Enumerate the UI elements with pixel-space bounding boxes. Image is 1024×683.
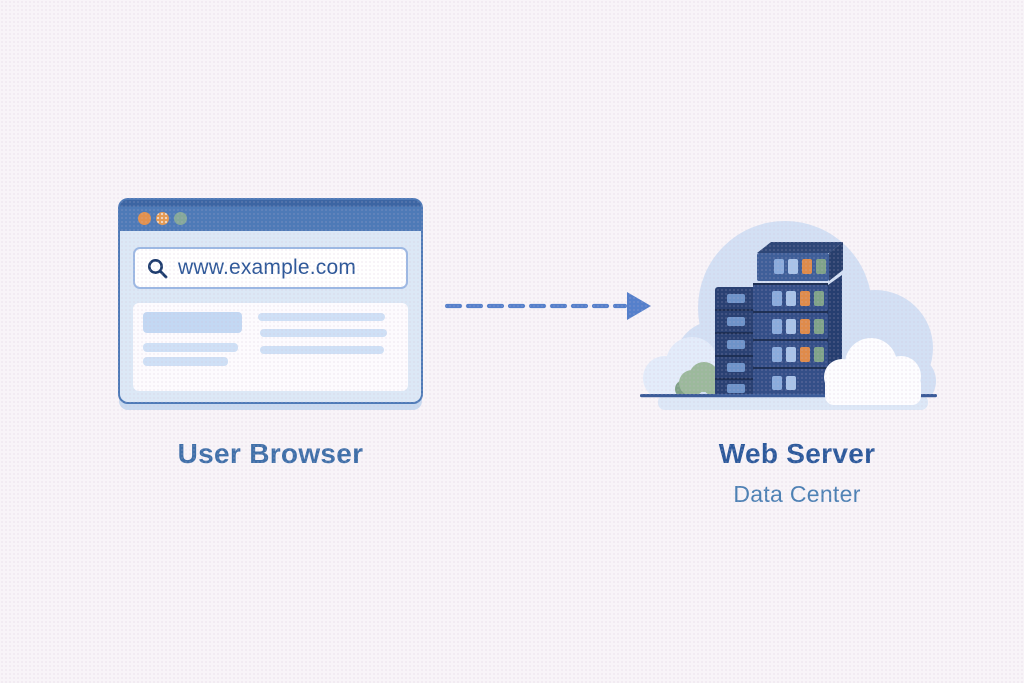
- dashed-arrow-icon: [444, 292, 651, 320]
- bush-icon: [675, 362, 725, 396]
- white-cloud-icon: [824, 338, 921, 405]
- server-scene: [640, 213, 940, 413]
- indicator-lights: [772, 259, 826, 390]
- window-dot-icon: [174, 211, 187, 225]
- skeleton-block: [143, 312, 242, 333]
- address-bar: www.example.com: [133, 247, 408, 289]
- window-dot-icon: [156, 211, 169, 225]
- data-center-label: Data Center: [733, 481, 861, 507]
- request-arrow: [443, 286, 653, 326]
- rack-slot: [727, 294, 745, 393]
- browser-window: www.example.com: [118, 198, 423, 404]
- browser-content-placeholder: [133, 303, 408, 391]
- skeleton-line: [143, 357, 228, 366]
- skeleton-line: [260, 329, 387, 337]
- skeleton-line: [258, 313, 385, 321]
- url-text: www.example.com: [178, 256, 357, 279]
- server-rack-tall: [753, 242, 843, 396]
- search-icon: [148, 258, 168, 278]
- server-illustration: [640, 221, 937, 410]
- window-dot-icon: [138, 211, 151, 225]
- skeleton-line: [260, 346, 384, 354]
- server-rack-short: [715, 287, 757, 396]
- skeleton-line: [143, 343, 238, 352]
- web-server-label: Web Server: [718, 438, 876, 469]
- user-browser-label: User Browser: [177, 438, 364, 469]
- browser-titlebar: [120, 200, 421, 231]
